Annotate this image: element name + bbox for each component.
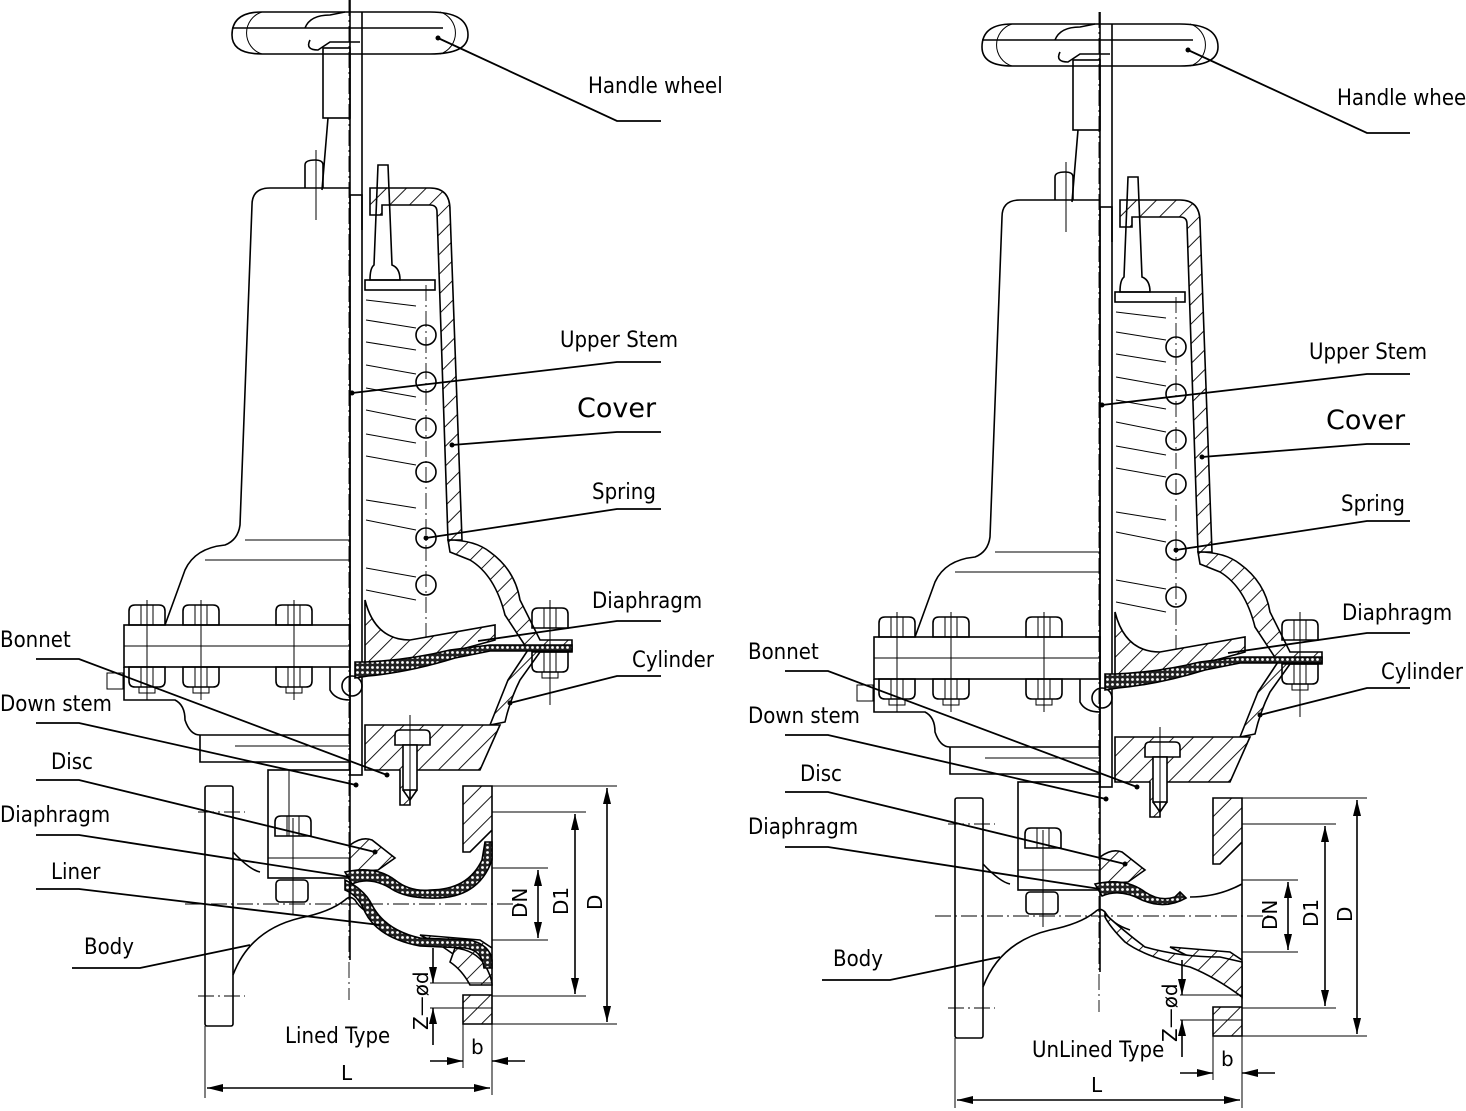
label-bonnet-unlined: Bonnet (748, 640, 819, 665)
label-spring: Spring (592, 480, 656, 505)
unlined-labels: Handle wheel Upper Stem Cover Spring Dia… (748, 47, 1466, 981)
spring-part (365, 285, 437, 640)
label-diaphragm-upper: Diaphragm (592, 589, 702, 614)
dim-b-unlined: b (1221, 1047, 1234, 1071)
caption-lined-type: Lined Type (285, 1024, 390, 1049)
dim-d1-unlined: D1 (1299, 899, 1323, 927)
label-liner: Liner (51, 860, 101, 885)
lined-dimensions: DN D1 D Z—ød b L Lined Type (204, 785, 617, 1098)
dim-l-lined: L (341, 1061, 353, 1085)
label-body-unlined: Body (833, 947, 883, 972)
label-cylinder: Cylinder (632, 648, 715, 673)
label-handle-wheel: Handle wheel (588, 74, 723, 99)
dim-bolt-holes-unlined: Z—ød (1158, 983, 1182, 1042)
unlined-dimensions: DN D1 D Z—ød b L UnLined Type (954, 797, 1367, 1108)
dim-d-lined: D (583, 895, 607, 910)
dim-l-unlined: L (1091, 1073, 1103, 1097)
label-bonnet: Bonnet (0, 628, 71, 653)
label-disc: Disc (51, 750, 93, 775)
dim-d1-lined: D1 (549, 887, 573, 915)
lined-labels: Handle wheel Upper Stem Cover Spring Dia… (0, 35, 723, 969)
dim-dn-unlined: DN (1258, 900, 1282, 930)
dim-d-unlined: D (1333, 907, 1357, 922)
liner-part (344, 878, 493, 969)
caption-unlined-type: UnLined Type (1032, 1038, 1164, 1063)
label-disc-unlined: Disc (800, 762, 842, 787)
unlined-valve-view (856, 12, 1323, 1039)
lined-valve-view (106, 0, 573, 1027)
cover-part (369, 187, 463, 541)
dim-b-lined: b (471, 1035, 484, 1059)
dim-bolt-holes-lined: Z—ød (409, 971, 433, 1030)
handle-wheel-part (231, 11, 469, 55)
label-handle-wheel-unlined: Handle wheel (1337, 86, 1466, 111)
label-cover: Cover (577, 393, 657, 424)
diaphragm-lower-part (343, 841, 493, 899)
spring-part-unlined (1115, 297, 1187, 652)
label-cylinder-unlined: Cylinder (1381, 660, 1464, 685)
label-down-stem-unlined: Down stem (748, 704, 860, 729)
label-diaphragm-lower: Diaphragm (0, 803, 110, 828)
label-upper-stem: Upper Stem (560, 328, 678, 353)
label-upper-stem-unlined: Upper Stem (1309, 340, 1427, 365)
label-body: Body (84, 935, 134, 960)
label-spring-unlined: Spring (1341, 492, 1405, 517)
label-down-stem: Down stem (0, 692, 112, 717)
diaphragm-upper-part (354, 644, 573, 679)
label-diaphragm-upper-unlined: Diaphragm (1342, 601, 1452, 626)
label-cover-unlined: Cover (1326, 405, 1406, 436)
handle-wheel-part-unlined (981, 23, 1219, 67)
label-diaphragm-lower-unlined: Diaphragm (748, 815, 858, 840)
disc-part (349, 838, 397, 873)
dim-dn-lined: DN (508, 888, 532, 918)
